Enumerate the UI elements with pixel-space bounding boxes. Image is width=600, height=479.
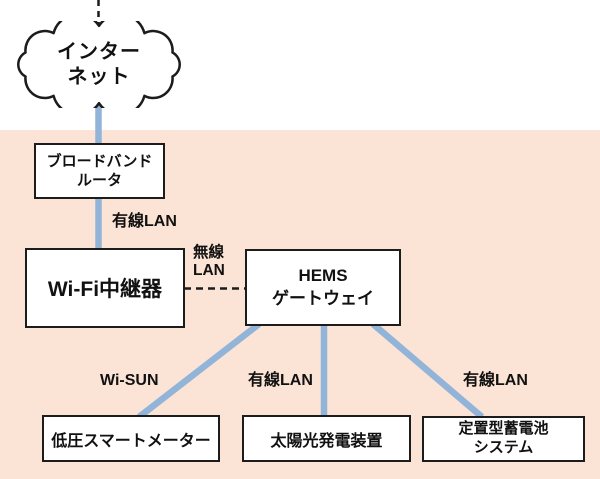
smart-meter-box: 低圧スマートメーター	[42, 415, 220, 462]
connector-hems-battery	[370, 321, 485, 420]
link-label-wired-lan-battery: 有線LAN	[463, 372, 528, 389]
storage-battery-box: 定置型蓄電池 システム	[422, 416, 585, 462]
hems-gateway-box: HEMS ゲートウェイ	[245, 249, 401, 326]
internet-label: インター ネット	[57, 41, 141, 88]
link-label-wired-lan-top: 有線LAN	[112, 213, 177, 230]
link-label-wi-sun: Wi-SUN	[100, 372, 159, 389]
internet-cloud	[13, 13, 185, 116]
connector-hems-meter	[137, 321, 261, 420]
broadband-router-box: ブロードバンド ルータ	[34, 143, 165, 199]
solar-power-box: 太陽光発電装置	[242, 415, 411, 462]
link-label-wireless-lan: 無線 LAN	[193, 244, 225, 279]
wifi-repeater-box: Wi-Fi中継器	[25, 248, 185, 328]
link-label-wired-lan-solar: 有線LAN	[248, 372, 313, 389]
cloud-icon	[17, 13, 181, 116]
